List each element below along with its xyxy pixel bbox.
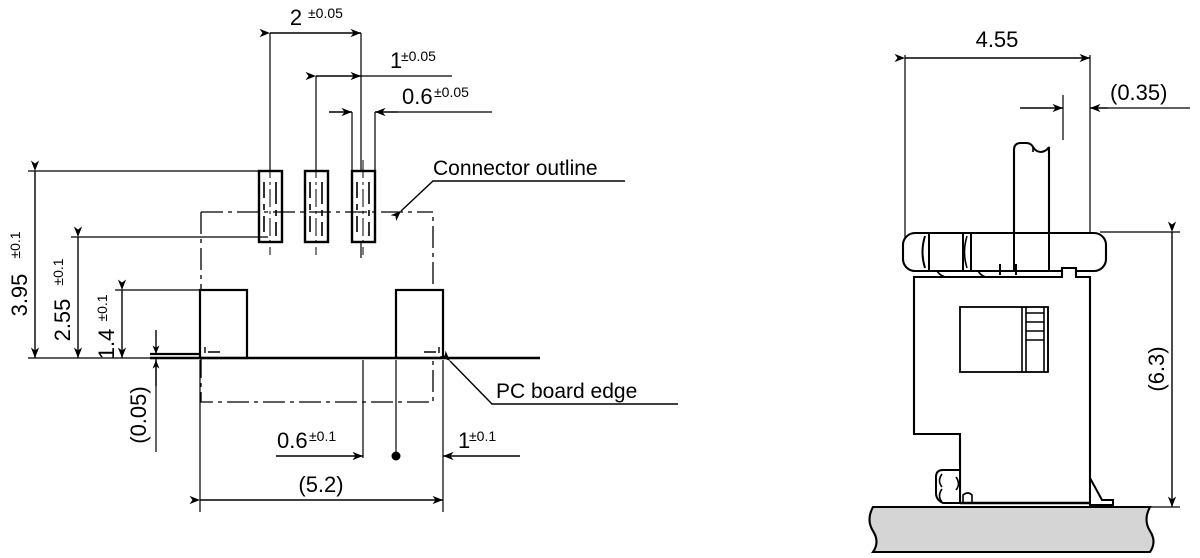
dim-bottom-group: 0.6 ±0.1 1 ±0.1 (5.2) — [189, 360, 520, 512]
pc-board-edge-callout: PC board edge — [439, 350, 678, 405]
dim-height-3p95-tolerance: ±0.1 — [7, 231, 23, 258]
lower-pad-right — [394, 288, 445, 360]
dim-height-1p4: 1.4 ±0.1 — [94, 279, 200, 360]
dim-offset-1-value: 1 — [458, 428, 470, 453]
lower-pad-left — [198, 288, 249, 360]
dim-pitch-1-value: 1 — [390, 48, 402, 73]
dim-height-2p55: 2.55 ±0.1 — [50, 226, 268, 358]
dim-offset-0p35-value: (0.35) — [1110, 80, 1167, 105]
lower-pads-group — [198, 288, 445, 360]
dim-offset-0p6-tolerance: ±0.1 — [309, 428, 336, 444]
dim-height-6p3-value: (6.3) — [1144, 346, 1169, 391]
contact-stack-detail — [1021, 307, 1049, 372]
upper-pad-2 — [303, 160, 330, 255]
dim-pitch-2: 2 ±0.05 — [259, 5, 362, 258]
dim-offset-0p6: 0.6 ±0.1 — [276, 428, 363, 461]
dim-offset-1-tolerance: ±0.1 — [469, 428, 496, 444]
dim-height-1p4-value: 1.4 — [94, 329, 119, 360]
connector-body-section — [912, 266, 1114, 506]
dim-overall-5p2: (5.2) — [189, 472, 443, 505]
pc-board-section — [868, 505, 1155, 554]
right-view-group: 4.55 (0.35) (6.3) — [868, 27, 1190, 554]
dim-pitch-1: 1 ±0.05 — [305, 48, 452, 175]
dim-pitch-1-tolerance: ±0.05 — [401, 48, 436, 64]
dim-height-1p4-tolerance: ±0.1 — [94, 294, 110, 321]
dim-offset-0p6-value: 0.6 — [277, 428, 308, 453]
dim-pitch-2-value: 2 — [290, 5, 302, 30]
left-view-group: 2 ±0.05 1 ±0.05 0.6 ±0.05 — [7, 5, 678, 512]
dim-overall-5p2-value: (5.2) — [298, 472, 343, 497]
dim-height-3p95-value: 3.95 — [7, 274, 32, 317]
dim-offset-1: 1 ±0.1 — [443, 428, 520, 461]
connector-outline-label: Connector outline — [433, 157, 598, 180]
dim-pad-width-0p6: 0.6 ±0.05 — [329, 84, 492, 175]
dim-offset-0p35: (0.35) — [1020, 80, 1190, 140]
contact-post — [1012, 141, 1051, 242]
dim-pad-width-0p6-value: 0.6 — [402, 84, 433, 109]
upper-pad-3 — [350, 160, 377, 255]
dim-pad-width-0p6-tolerance: ±0.05 — [434, 84, 469, 100]
dim-offset-0p05-value: (0.05) — [126, 386, 151, 443]
body-bottom-boss — [935, 469, 973, 504]
dim-height-6p3: (6.3) — [1100, 221, 1180, 508]
dim-height-3p95: 3.95 ±0.1 — [7, 160, 268, 359]
dim-height-2p55-value: 2.55 — [50, 299, 75, 342]
datum-point — [391, 451, 401, 461]
dim-width-4p55-value: 4.55 — [976, 27, 1019, 52]
connector-outline-callout: Connector outline — [390, 157, 625, 222]
housing-top-bar — [901, 231, 1108, 278]
dim-width-4p55: 4.55 — [894, 27, 1091, 250]
pc-board-edge-label: PC board edge — [496, 380, 637, 403]
dim-height-2p55-tolerance: ±0.1 — [50, 258, 66, 285]
solder-foot — [1089, 477, 1114, 506]
dim-pitch-2-tolerance: ±0.05 — [308, 5, 343, 21]
upper-pad-1 — [257, 160, 284, 255]
dim-offset-0p05: (0.05) — [126, 330, 160, 452]
upper-pads-group — [257, 160, 377, 255]
